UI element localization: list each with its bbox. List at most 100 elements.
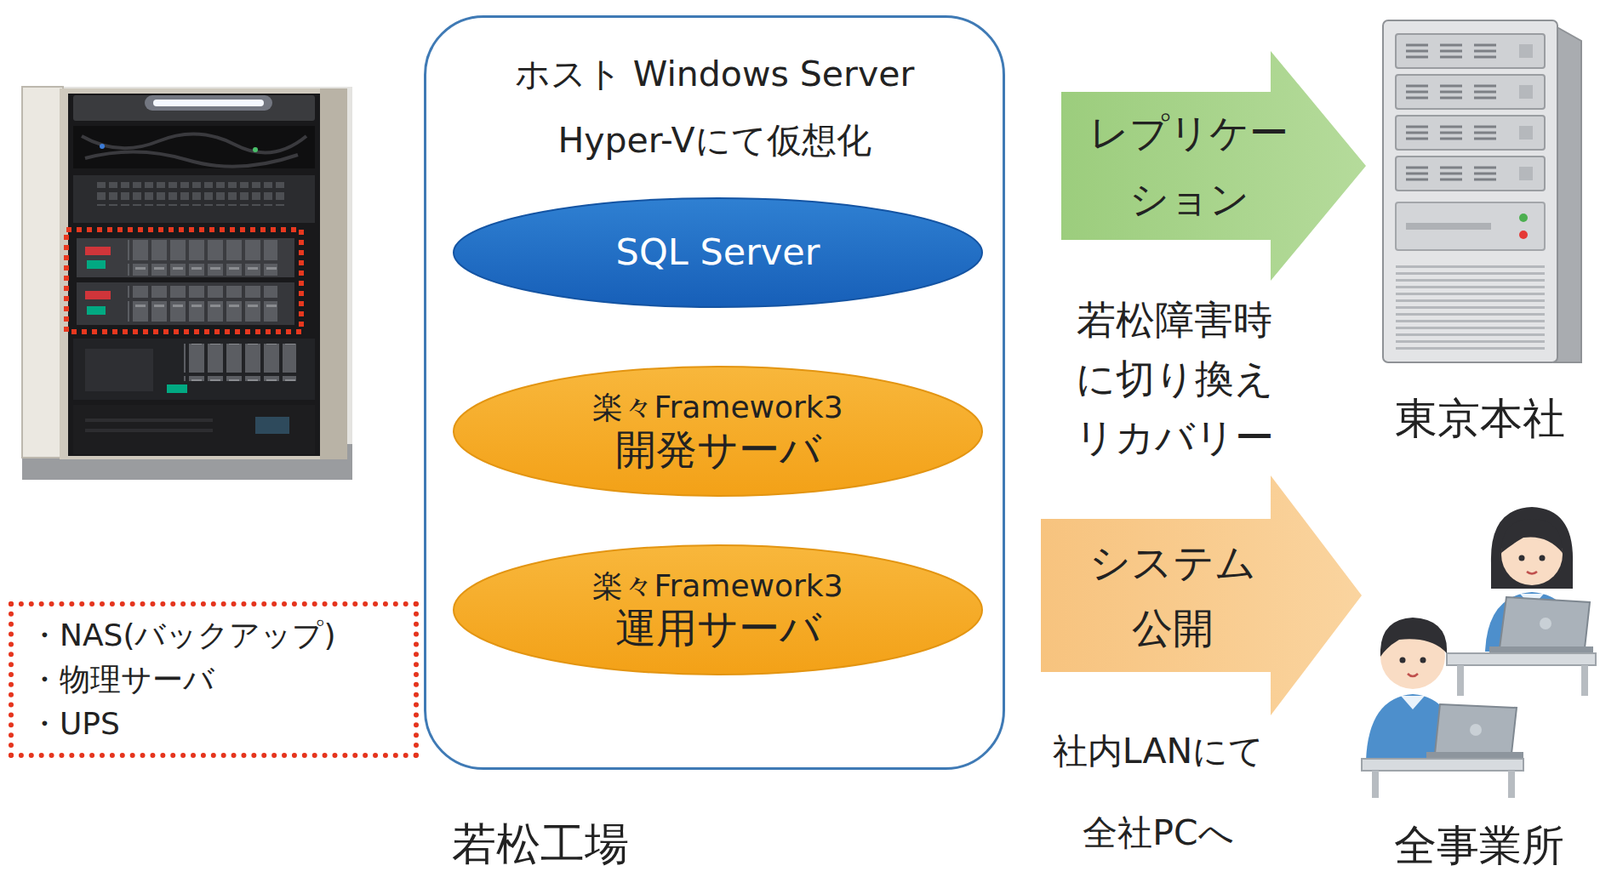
server-rack-photo [59,88,332,460]
lan-note: 社内LANにて [1052,710,1265,793]
server-rack-photo [76,238,295,278]
server-rack-photo [85,428,213,433]
office-workers-icon [1499,597,1590,649]
node-text: 楽々Framework3 [592,388,843,426]
server-tower-icon [1395,156,1545,191]
server-rack-photo [85,291,111,300]
offices-node: 全事業所 [1361,493,1596,875]
dev-server-ellipse: 楽々Framework3開発サーバ [451,365,984,498]
arrow-label: レプリケーション [1089,99,1290,233]
server-rack-photo [85,418,213,423]
office-workers-icon [1457,665,1464,697]
server-tower-icon [1382,20,1558,363]
node-text: 運用サーバ [615,604,822,654]
office-workers-icon [1491,507,1573,589]
node-text: 全事業所 [1394,820,1565,872]
office-workers-icon [1539,555,1546,562]
ellipse-outline [453,366,983,497]
ellipse-outline [453,198,983,308]
office-workers-icon [1371,771,1379,799]
publish-arrow [1040,475,1362,716]
arrow-label: システム公開 [1088,530,1257,662]
office-workers-icon [1581,665,1589,697]
node-text: ホスト Windows Server [514,40,915,108]
server-tower-icon [1395,265,1545,355]
node-text: ・NAS(バックアップ) [28,613,337,658]
replication-arrow [1061,51,1366,281]
site-name: 若松工場 [451,817,629,871]
server-rack-photo [166,384,188,394]
server-rack-photo [73,95,315,121]
server-tower-icon [1405,222,1492,230]
server-rack-photo [320,88,348,460]
office-workers-icon [1434,704,1517,755]
server-rack-photo [81,133,307,166]
ellipse-outline [453,545,983,675]
server-rack-photo [76,282,295,326]
office-workers-icon [1407,674,1418,677]
hardware-list-box: ・NAS(バックアップ)・物理サーバ・UPS [8,601,419,759]
lan-note: 全社PCへ [1052,792,1265,875]
server-tower-icon [1519,213,1528,223]
database-ellipse: SQL Server [451,196,984,309]
failover-note: 若松障害時に切り換えリカバリー [1074,291,1275,468]
office-workers-icon [1469,724,1482,737]
office-workers-icon [1446,653,1596,666]
office-workers-icon [1380,617,1447,658]
office-workers-icon [1489,646,1594,654]
node-text: 開発サーバ [615,425,822,475]
node-text: SQL Server [616,230,821,275]
server-rack-photo [73,125,315,169]
server-rack-photo [22,86,353,480]
server-rack-photo [22,86,63,458]
server-tower-icon [1395,74,1545,109]
server-rack-photo [183,343,297,382]
office-workers-icon [1508,771,1515,799]
office-workers-icon [1400,696,1425,710]
server-rack-photo [68,93,320,457]
server-rack-photo [86,306,106,315]
office-workers-icon [1539,617,1552,630]
server-rack-photo [22,86,353,480]
office-workers-icon [1501,519,1563,554]
office-workers-icon [1361,759,1524,772]
server-tower-icon [1395,34,1545,69]
server-rack-photo [73,338,315,400]
server-rack-photo [127,240,278,276]
server-rack-photo [127,285,278,322]
tokyo-server-node: 東京本社 [1365,17,1595,452]
server-rack-photo [85,348,154,392]
node-text: ・UPS [28,702,120,747]
node-text: Hyper-Vにて仮想化 [557,107,871,174]
server-rack-photo [255,417,290,435]
server-rack-photo [153,99,264,107]
node-text: 楽々Framework3 [592,567,843,605]
prod-server-ellipse: 楽々Framework3運用サーバ [451,543,984,677]
server-rack-photo [73,175,315,223]
office-workers-icon [1400,657,1406,664]
server-rack-photo [252,147,258,153]
office-workers-icon [1426,752,1524,760]
server-rack-photo [66,229,302,332]
host-server-box: ホスト Windows ServerHyper-Vにて仮想化 SQL Server… [423,15,1006,771]
office-workers-icon [1361,507,1596,799]
server-rack-photo [99,143,105,149]
office-workers-icon [1526,571,1538,575]
server-rack-photo [93,182,285,206]
server-tower-icon [1519,230,1528,240]
server-tower-icon [1382,20,1582,363]
office-workers-icon [1420,657,1427,664]
server-tower-icon [1395,115,1545,150]
server-tower-icon [1395,202,1545,251]
node-text: ・物理サーバ [28,657,215,703]
lan-note: 社内LANにて 全社PCへ [1052,710,1265,875]
server-rack-photo [73,405,315,455]
office-workers-icon [1519,555,1526,562]
node-text: 東京本社 [1394,393,1566,445]
server-rack-photo [85,246,111,256]
server-rack-photo [86,260,106,269]
server-rack-photo [144,95,273,111]
